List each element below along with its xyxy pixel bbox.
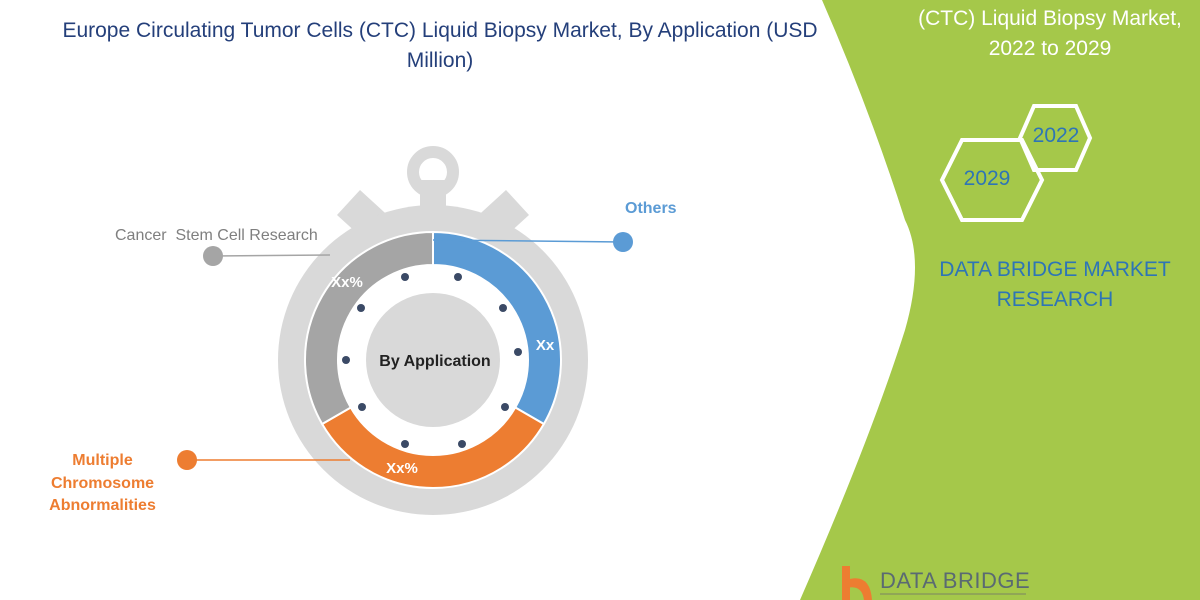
legend-multiple-chromosome-abnormalities: Multiple Chromosome Abnormalities — [49, 452, 156, 514]
side-title-line1: (CTC) Liquid Biopsy Market, — [918, 7, 1182, 30]
green-side-panel — [800, 0, 1200, 600]
dial-dot — [499, 304, 507, 312]
legend-cancer-stem-cell-research: Cancer Stem Cell Research — [115, 227, 318, 244]
dial-dot — [501, 403, 509, 411]
side-title: (CTC) Liquid Biopsy Market, 2022 to 2029 — [900, 4, 1200, 64]
segment-label-2: Xx% — [331, 274, 363, 291]
dial-dot — [401, 440, 409, 448]
logo-text: DATA BRIDGE — [880, 568, 1031, 593]
dial-dot — [342, 356, 350, 364]
dial-dot — [458, 440, 466, 448]
dial-dot — [401, 273, 409, 281]
leader-line-csc — [212, 254, 331, 257]
segment-label-0: Xx — [536, 337, 555, 354]
side-title-line2: 2022 to 2029 — [988, 37, 1112, 60]
legend-others: Others — [625, 200, 677, 217]
segment-label-1: Xx% — [386, 460, 418, 477]
dial-dots — [342, 273, 522, 448]
marker-csc — [203, 246, 223, 266]
dial-dot — [454, 273, 462, 281]
leader-line-others — [432, 239, 624, 243]
center-label: By Application — [379, 353, 490, 370]
segment-2 — [304, 230, 434, 426]
brand-name: DATA BRIDGE MARKET RESEARCH — [939, 258, 1171, 311]
logo-icon — [842, 566, 1026, 600]
marker-others — [613, 232, 633, 252]
chart-title: Europe Circulating Tumor Cells (CTC) Liq… — [62, 19, 818, 72]
hexagon-2022 — [1017, 104, 1093, 172]
dial-dot — [514, 348, 522, 356]
dial-dot — [358, 403, 366, 411]
dial-dot — [357, 304, 365, 312]
year-2029-label: 2029 — [963, 167, 1011, 190]
marker-mca — [177, 450, 197, 470]
year-2022-label: 2022 — [1032, 124, 1080, 147]
